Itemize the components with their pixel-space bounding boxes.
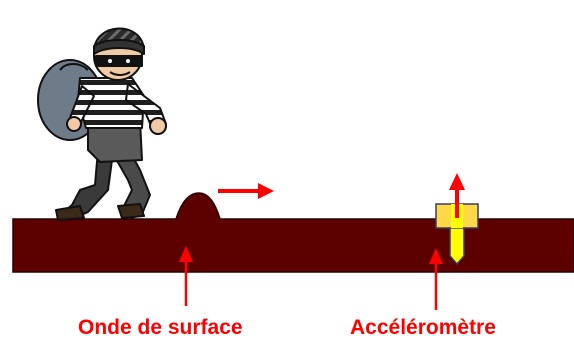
accelerometer-label: Accéléromètre — [350, 316, 496, 339]
wave-direction-arrow — [218, 183, 274, 199]
surface-wave-pointer — [179, 246, 193, 306]
burglar-icon — [37, 27, 167, 221]
vertical-acceleration-arrow — [449, 173, 465, 218]
accelerometer-pointer — [429, 248, 443, 310]
ground — [12, 192, 574, 273]
surface-wave-label: Onde de surface — [78, 316, 243, 339]
